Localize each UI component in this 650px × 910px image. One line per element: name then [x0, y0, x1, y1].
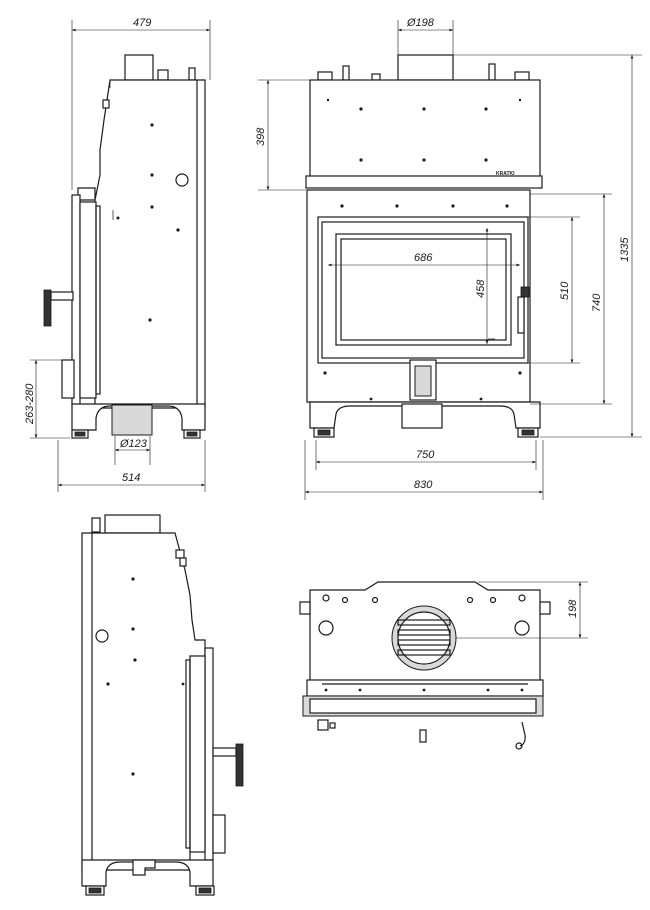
dim-top-outlet-diameter: Ø198: [406, 17, 435, 29]
brand-plate: KRATKI: [496, 171, 515, 177]
side-view: [43, 54, 206, 439]
side-view-mirrored: [81, 514, 244, 896]
dim-top-height: 398: [255, 127, 267, 146]
dim-front-total-width: 830: [414, 479, 433, 491]
top-view: [299, 581, 551, 750]
dim-side-top-width: 479: [133, 17, 151, 29]
dim-air-inlet-diameter: Ø123: [119, 438, 148, 450]
front-view-dimensions: Ø198 398 686 458 510 740 1335 750 830: [255, 17, 642, 500]
dim-front-inner-width: 750: [416, 449, 435, 461]
side-view-dimensions: 479 263-280 Ø123 514: [24, 17, 211, 492]
front-view: KRATKI: [305, 54, 543, 438]
dim-top-view-outlet: 198: [567, 599, 579, 618]
dim-front-height: 740: [591, 293, 603, 312]
dim-window-width: 686: [414, 252, 433, 264]
dim-window-height: 458: [475, 279, 487, 298]
top-view-dimensions: 198: [456, 581, 588, 639]
dim-total-height: 1335: [619, 237, 631, 262]
dim-air-inlet-height: 263-280: [24, 383, 36, 425]
dim-door-height: 510: [559, 281, 571, 300]
dim-side-bottom-width: 514: [122, 472, 140, 484]
